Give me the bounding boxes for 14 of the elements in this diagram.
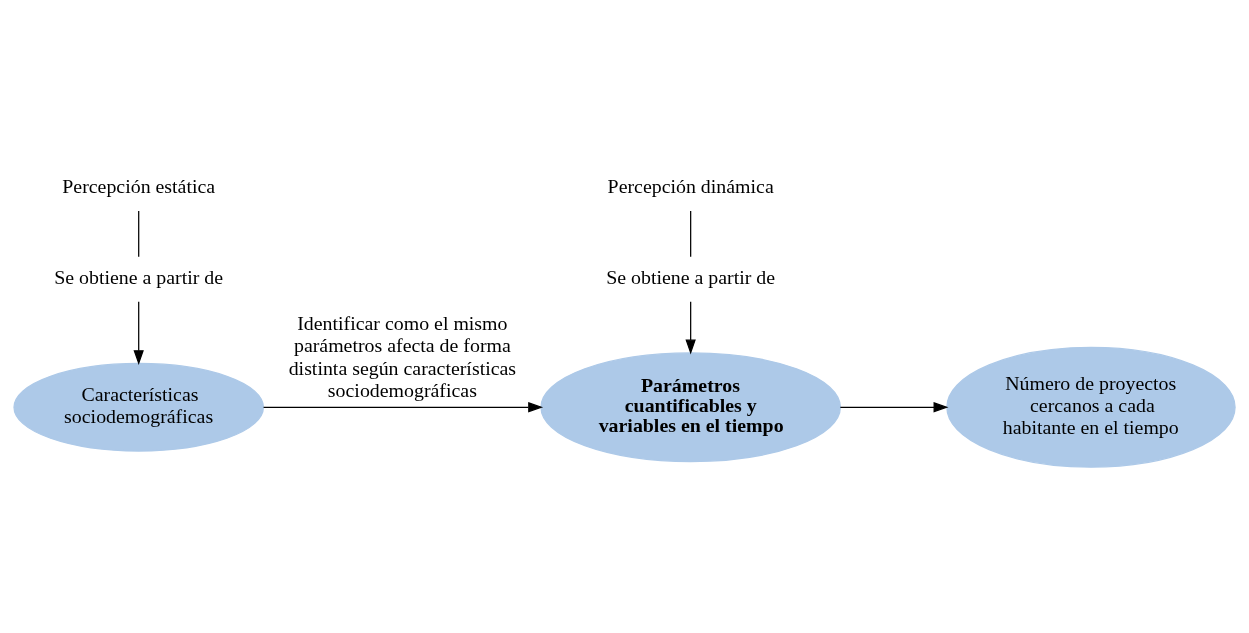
- arrow: [685, 301, 696, 355]
- node-text: Se obtiene a partir de: [606, 265, 776, 288]
- node-text: Percepción estática: [62, 175, 216, 198]
- node-ellipse: Parámetros cuantificables y variables en el tiempo: [540, 352, 841, 463]
- connector: [690, 210, 692, 258]
- arrow: [133, 301, 144, 366]
- arrow: [839, 402, 949, 413]
- arrow: [263, 402, 544, 413]
- edge-label: Identificar como el mismo parámetros afecta de forma distinta según características sociodemográficas: [288, 311, 517, 402]
- node-text: Se obtiene a partir de: [54, 265, 224, 288]
- node-ellipse: Número de proyectos cercanos a cada habitante en el tiempo: [946, 346, 1236, 468]
- node-text: Percepción dinámica: [607, 175, 774, 198]
- node-ellipse: Características sociodemográficas: [13, 362, 265, 452]
- connector: [138, 210, 140, 258]
